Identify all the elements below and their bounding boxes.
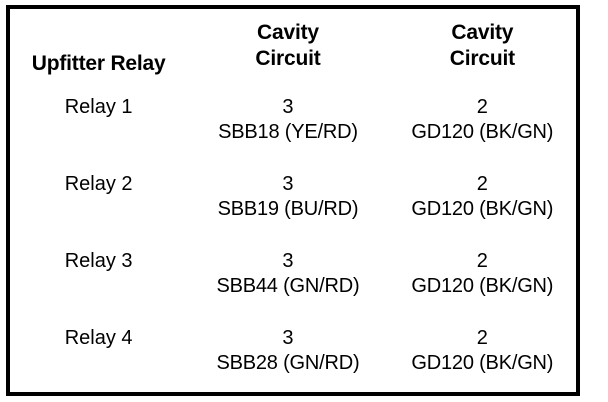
cell-relay-name: Relay 1 [8,84,188,161]
relay-label: Relay 4 [64,327,133,349]
cell-relay-name: Relay 4 [8,315,188,394]
upfitter-relay-table: Upfitter Relay Cavity Circuit Cavity Cir… [6,5,580,396]
cavity-number: 3 [282,327,294,349]
cavity-number: 3 [282,250,294,272]
table-row: Relay 2 3 SBB19 (BU/RD) 2 GD120 (BK/GN) [8,161,578,238]
cavity-number: 2 [476,250,488,272]
cavity-number: 2 [476,173,488,195]
header-row: Upfitter Relay Cavity Circuit Cavity Cir… [8,7,578,84]
circuit-id: SBB19 (BU/RD) [217,198,359,220]
circuit-id: SBB44 (GN/RD) [216,275,360,297]
column-header-cavity-circuit-a: Cavity Circuit [187,7,389,84]
column-header-line: Upfitter Relay [31,52,166,75]
cavity-number: 2 [476,327,488,349]
column-header-upfitter-relay: Upfitter Relay [8,7,188,84]
cell-cavity-circuit-b: 2 GD120 (BK/GN) [388,315,578,394]
column-header-cavity-circuit-b: Cavity Circuit [388,7,578,84]
relay-label: Relay 3 [64,250,133,272]
circuit-id: GD120 (BK/GN) [411,121,554,143]
cavity-number: 3 [282,173,294,195]
circuit-id: GD120 (BK/GN) [411,352,554,374]
cell-cavity-circuit-b: 2 GD120 (BK/GN) [388,84,578,161]
circuit-id: SBB28 (GN/RD) [216,352,360,374]
table-row: Relay 3 3 SBB44 (GN/RD) 2 GD120 (BK/GN) [8,238,578,315]
column-header-line: Circuit [449,46,515,70]
cell-cavity-circuit-a: 3 SBB19 (BU/RD) [187,161,389,238]
table-row: Relay 4 3 SBB28 (GN/RD) 2 GD120 (BK/GN) [8,315,578,394]
column-header-line: Circuit [255,46,321,70]
cavity-number: 3 [282,96,294,118]
cell-cavity-circuit-b: 2 GD120 (BK/GN) [388,161,578,238]
table-header: Upfitter Relay Cavity Circuit Cavity Cir… [8,7,578,84]
cell-cavity-circuit-b: 2 GD120 (BK/GN) [388,238,578,315]
circuit-id: GD120 (BK/GN) [411,198,554,220]
circuit-id: SBB18 (YE/RD) [218,121,358,143]
column-header-line: Cavity [257,20,319,44]
cell-cavity-circuit-a: 3 SBB44 (GN/RD) [187,238,389,315]
table-row: Relay 1 3 SBB18 (YE/RD) 2 GD120 (BK/GN) [8,84,578,161]
relay-label: Relay 1 [64,96,133,118]
cell-relay-name: Relay 3 [8,238,188,315]
relay-label: Relay 2 [64,173,133,195]
table-body: Relay 1 3 SBB18 (YE/RD) 2 GD120 (BK/GN) [8,84,578,394]
circuit-id: GD120 (BK/GN) [411,275,554,297]
cell-cavity-circuit-a: 3 SBB18 (YE/RD) [187,84,389,161]
cell-cavity-circuit-a: 3 SBB28 (GN/RD) [187,315,389,394]
cell-relay-name: Relay 2 [8,161,188,238]
cavity-number: 2 [476,96,488,118]
column-header-line: Cavity [451,20,514,44]
